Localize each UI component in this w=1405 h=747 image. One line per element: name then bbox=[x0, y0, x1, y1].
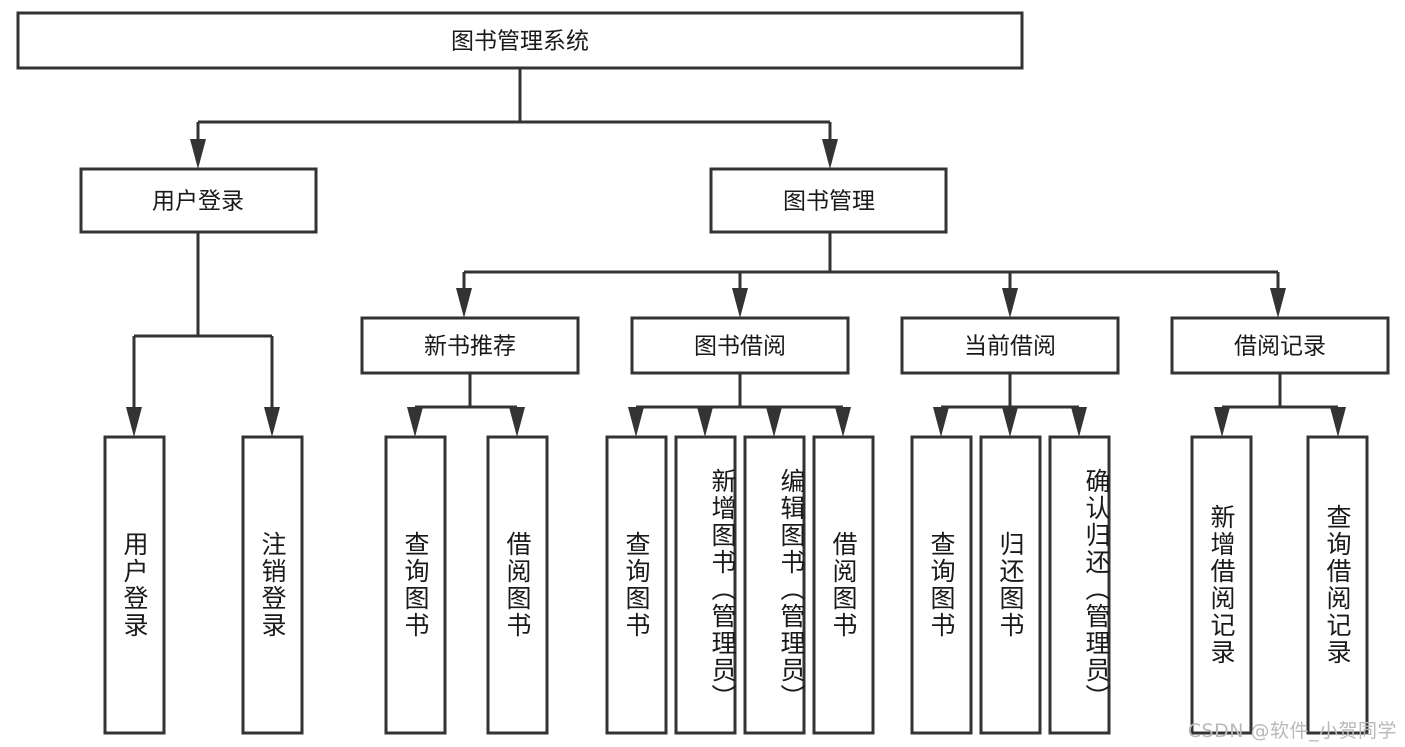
node-box-leaf-current-borrow-2[interactable] bbox=[979, 435, 1042, 735]
node-box-user-login[interactable] bbox=[79, 167, 318, 234]
label-user-login: 用户登录 bbox=[152, 189, 244, 215]
watermark-text: CSDN @软件_小贺同学 bbox=[1187, 720, 1397, 742]
arrowhead-leaf-currentborrow-1 bbox=[933, 407, 949, 437]
label-book-borrow: 图书借阅 bbox=[694, 334, 786, 360]
arrowhead-leaf-currentborrow-3 bbox=[1071, 407, 1087, 437]
node-box-leaf-book-borrow-2[interactable] bbox=[674, 435, 737, 735]
node-box-leaf-borrow-record-2[interactable] bbox=[1306, 435, 1369, 735]
label-current-borrow: 当前借阅 bbox=[964, 334, 1056, 360]
node-box-book-borrow[interactable] bbox=[630, 316, 850, 375]
arrowhead-leaf-newbook-2 bbox=[509, 407, 525, 437]
label-new-book-recommend: 新书推荐 bbox=[424, 334, 516, 360]
node-box-leaf-book-borrow-1[interactable] bbox=[605, 435, 668, 735]
arrowhead-leaf-borrowrecord-1 bbox=[1214, 407, 1230, 437]
arrowhead-leaf-bookborrow-4 bbox=[835, 407, 851, 437]
label-root: 图书管理系统 bbox=[451, 29, 589, 55]
label-book-management: 图书管理 bbox=[783, 189, 875, 215]
arrowhead-leaf-userlogin-2 bbox=[264, 407, 280, 437]
arrowhead-leaf-bookborrow-1 bbox=[628, 407, 644, 437]
node-box-leaf-current-borrow-1[interactable] bbox=[910, 435, 973, 735]
arrowhead-userlogin bbox=[190, 139, 206, 169]
arrowhead-bookmgmt bbox=[822, 139, 838, 169]
node-box-leaf-user-login-2[interactable] bbox=[241, 435, 304, 735]
node-box-leaf-book-borrow-4[interactable] bbox=[812, 435, 875, 735]
node-box-leaf-new-book-2[interactable] bbox=[486, 435, 549, 735]
arrowhead-leaf-borrowrecord-2 bbox=[1330, 407, 1346, 437]
node-box-leaf-borrow-record-1[interactable] bbox=[1190, 435, 1253, 735]
arrowhead-newbook bbox=[456, 288, 472, 318]
node-box-leaf-new-book-1[interactable] bbox=[384, 435, 447, 735]
arrowhead-borrowrecord bbox=[1270, 288, 1286, 318]
arrowhead-bookborrow bbox=[732, 288, 748, 318]
node-box-leaf-current-borrow-3[interactable] bbox=[1048, 435, 1111, 735]
node-box-group bbox=[16, 11, 1390, 735]
node-box-root[interactable] bbox=[16, 11, 1024, 70]
connector-group bbox=[126, 68, 1346, 437]
node-box-leaf-user-login-1[interactable] bbox=[103, 435, 166, 735]
label-borrow-record: 借阅记录 bbox=[1234, 334, 1326, 360]
node-box-leaf-book-borrow-3[interactable] bbox=[743, 435, 806, 735]
arrowhead-leaf-currentborrow-2 bbox=[1002, 407, 1018, 437]
arrowhead-leaf-bookborrow-2 bbox=[697, 407, 713, 437]
node-box-current-borrow[interactable] bbox=[900, 316, 1120, 375]
arrowhead-leaf-bookborrow-3 bbox=[766, 407, 782, 437]
node-box-book-management[interactable] bbox=[709, 167, 948, 234]
horizontal-label-group: 图书管理系统 用户登录 图书管理 新书推荐 图书借阅 当前借阅 借阅记录 bbox=[152, 29, 1326, 360]
node-box-new-book-recommend[interactable] bbox=[360, 316, 580, 375]
node-box-borrow-record[interactable] bbox=[1170, 316, 1390, 375]
arrowhead-leaf-userlogin-1 bbox=[126, 407, 142, 437]
arrowhead-currentborrow bbox=[1002, 288, 1018, 318]
arrowhead-leaf-newbook-1 bbox=[407, 407, 423, 437]
